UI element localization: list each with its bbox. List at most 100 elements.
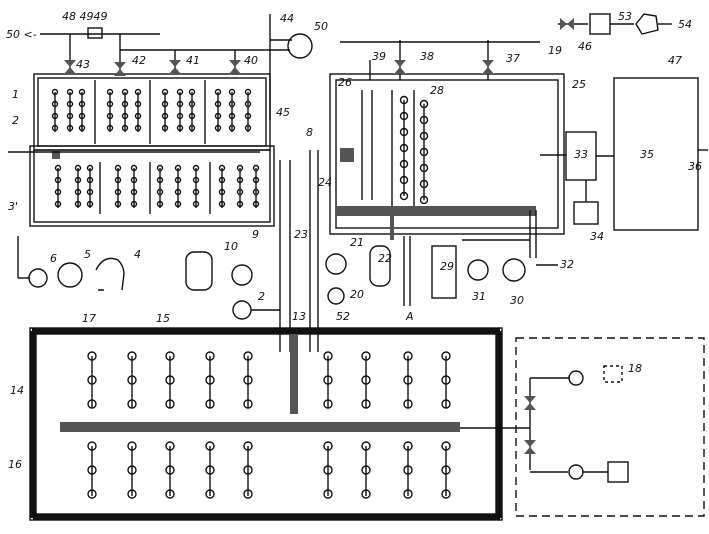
label-3: 3' bbox=[8, 200, 18, 213]
diffuser-dot bbox=[243, 399, 253, 409]
diffuser-dot bbox=[121, 88, 129, 96]
middle-equipment bbox=[17, 148, 558, 352]
diffuser-dot bbox=[361, 351, 371, 361]
label-18: 18 bbox=[628, 362, 642, 375]
diffuser-dot bbox=[205, 441, 215, 451]
diffuser-dot bbox=[228, 112, 236, 120]
diffuser-dot bbox=[54, 176, 62, 184]
diffuser-dot bbox=[66, 100, 74, 108]
diffuser-dot bbox=[214, 112, 222, 120]
diffuser-dot bbox=[114, 200, 122, 208]
label-25: 25 bbox=[572, 78, 586, 91]
label-39: 39 bbox=[372, 50, 386, 63]
diffuser-dot bbox=[174, 188, 182, 196]
diffuser-dot bbox=[243, 441, 253, 451]
diffuser-dot bbox=[78, 124, 86, 132]
label-40: 40 bbox=[244, 54, 258, 67]
diffuser-dot bbox=[188, 112, 196, 120]
label-2-lower: 2 bbox=[258, 290, 265, 303]
label-41: 41 bbox=[186, 54, 200, 67]
diffuser-dot bbox=[86, 200, 94, 208]
diffuser-dot bbox=[161, 124, 169, 132]
diffuser-dot bbox=[361, 375, 371, 385]
label-26: 26 bbox=[338, 76, 352, 89]
diffuser-dot bbox=[228, 124, 236, 132]
diffuser-dot bbox=[78, 88, 86, 96]
diffuser-dot bbox=[243, 351, 253, 361]
diffuser-dot bbox=[252, 200, 260, 208]
label-17: 17 bbox=[82, 312, 96, 325]
diffuser-dot bbox=[74, 188, 82, 196]
diffuser-dot bbox=[74, 164, 82, 172]
diffuser-dot bbox=[66, 124, 74, 132]
diffuser-dot bbox=[243, 465, 253, 475]
diffuser-dot bbox=[419, 147, 429, 157]
diffuser-dot bbox=[323, 441, 333, 451]
diffuser-dot bbox=[399, 159, 409, 169]
right-bottom-unit bbox=[515, 337, 705, 517]
diffuser-dot bbox=[205, 375, 215, 385]
label-30: 30 bbox=[510, 294, 524, 307]
diffuser-dot bbox=[419, 115, 429, 125]
diffuser-dot bbox=[161, 88, 169, 96]
diffuser-dot bbox=[252, 188, 260, 196]
diffuser-dot bbox=[236, 176, 244, 184]
diffuser-dot bbox=[399, 143, 409, 153]
diffuser-dot bbox=[176, 112, 184, 120]
diffuser-dot bbox=[121, 124, 129, 132]
label-50-arrow: 50 <- bbox=[6, 28, 37, 41]
diffuser-dot bbox=[403, 489, 413, 499]
diffuser-dot bbox=[399, 191, 409, 201]
diffuser-dot bbox=[165, 351, 175, 361]
label-6: 6 bbox=[50, 252, 57, 265]
diffuser-dot bbox=[399, 175, 409, 185]
label-50: 50 bbox=[314, 20, 328, 33]
diffuser-dot bbox=[361, 441, 371, 451]
diffuser-dot bbox=[86, 176, 94, 184]
diffuser-dot bbox=[441, 399, 451, 409]
diffuser-dot bbox=[51, 88, 59, 96]
label-32: 32 bbox=[560, 258, 574, 271]
diffuser-dot bbox=[419, 131, 429, 141]
diffuser-dot bbox=[192, 188, 200, 196]
diffuser-dot bbox=[244, 88, 252, 96]
diffuser-dot bbox=[228, 100, 236, 108]
diffuser-dot bbox=[188, 124, 196, 132]
diffuser-dot bbox=[361, 489, 371, 499]
diffuser-dot bbox=[161, 100, 169, 108]
diffuser-dot bbox=[323, 399, 333, 409]
diffuser-dot bbox=[252, 164, 260, 172]
label-13: 13 bbox=[292, 310, 306, 323]
diffuser-dot bbox=[87, 375, 97, 385]
diffuser-dot bbox=[218, 164, 226, 172]
diffuser-dot bbox=[403, 441, 413, 451]
diffuser-dot bbox=[156, 188, 164, 196]
diffuser-dot bbox=[243, 489, 253, 499]
label-4: 4 bbox=[134, 248, 141, 261]
label-20: 20 bbox=[350, 288, 364, 301]
label-35: 35 bbox=[640, 148, 654, 161]
label-54: 54 bbox=[678, 18, 692, 31]
diffuser-dot bbox=[174, 164, 182, 172]
label-a: A bbox=[405, 310, 414, 323]
diffuser-dot bbox=[134, 112, 142, 120]
label-16: 16 bbox=[8, 458, 22, 471]
diffuser-dot bbox=[419, 195, 429, 205]
diffuser-dot bbox=[419, 99, 429, 109]
right-reactor bbox=[329, 13, 708, 240]
diffuser-dot bbox=[174, 200, 182, 208]
diffuser-dot bbox=[54, 188, 62, 196]
label-22: 22 bbox=[378, 252, 392, 265]
label-10: 10 bbox=[224, 240, 238, 253]
label-34: 34 bbox=[590, 230, 604, 243]
diffuser-dot bbox=[86, 164, 94, 172]
diffuser-dot bbox=[174, 176, 182, 184]
bottom-basin bbox=[29, 327, 530, 521]
label-46: 46 bbox=[578, 40, 592, 53]
label-33: 33 bbox=[574, 148, 588, 161]
diffuser-dot bbox=[236, 164, 244, 172]
diffuser-dot bbox=[218, 200, 226, 208]
diffuser-dot bbox=[78, 100, 86, 108]
label-43: 43 bbox=[76, 58, 90, 71]
